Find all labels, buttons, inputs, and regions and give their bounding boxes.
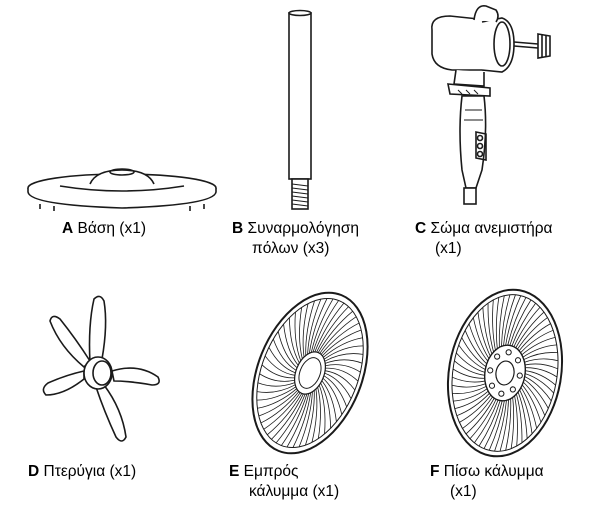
part-e-caption: E Εμπρός κάλυμμα (x1) bbox=[229, 462, 339, 502]
front-cover-figure bbox=[235, 278, 385, 468]
base-illustration bbox=[0, 0, 230, 230]
front-cover-illustration bbox=[235, 278, 385, 468]
part-letter: A bbox=[62, 220, 73, 237]
part-letter: E bbox=[229, 463, 239, 480]
part-name: Πτερύγια (x1) bbox=[44, 463, 137, 480]
part-name: Σώμα ανεμιστήρα bbox=[431, 220, 553, 237]
part-name: Εμπρός bbox=[244, 463, 299, 480]
part-name-continued: κάλυμμα (x1) bbox=[229, 482, 339, 502]
part-letter: F bbox=[430, 463, 439, 480]
base-figure bbox=[0, 0, 230, 230]
part-letter: C bbox=[415, 220, 426, 237]
fan-body-figure bbox=[410, 0, 590, 230]
fan-body-illustration bbox=[410, 0, 590, 230]
part-name-continued: πόλων (x3) bbox=[232, 239, 359, 259]
part-c-caption: C Σώμα ανεμιστήρα (x1) bbox=[415, 219, 552, 259]
blades-figure bbox=[30, 285, 170, 455]
part-letter: D bbox=[28, 463, 39, 480]
part-name: Πίσω κάλυμμα bbox=[444, 463, 544, 480]
rear-cover-illustration bbox=[430, 278, 580, 468]
part-name-continued: (x1) bbox=[430, 482, 544, 502]
part-a-caption: A Βάση (x1) bbox=[62, 219, 146, 239]
rear-cover-figure bbox=[430, 278, 580, 468]
part-name: Συναρμολόγηση bbox=[248, 220, 360, 237]
part-name: Βάση (x1) bbox=[78, 220, 147, 237]
blades-illustration bbox=[30, 285, 170, 455]
pole-figure bbox=[250, 0, 350, 230]
part-f-caption: F Πίσω κάλυμμα (x1) bbox=[430, 462, 544, 502]
part-name-continued: (x1) bbox=[415, 239, 552, 259]
part-d-caption: D Πτερύγια (x1) bbox=[28, 462, 136, 482]
pole-illustration bbox=[250, 0, 350, 230]
part-b-caption: B Συναρμολόγηση πόλων (x3) bbox=[232, 219, 359, 259]
part-letter: B bbox=[232, 220, 243, 237]
